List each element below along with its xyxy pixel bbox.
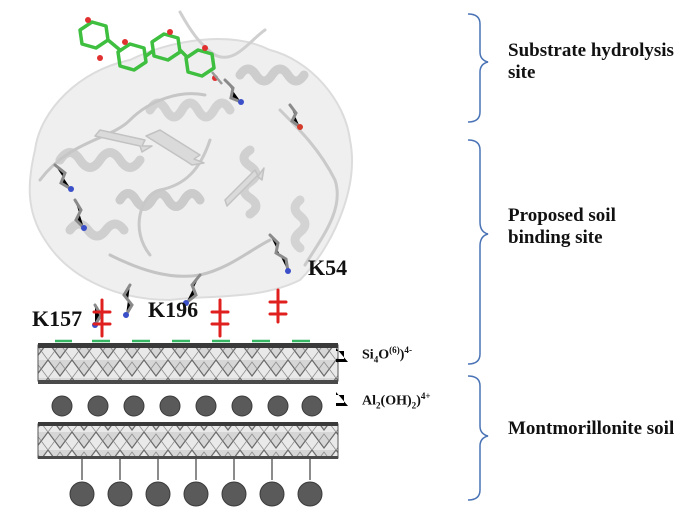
silicate-sup-b: 4-: [404, 345, 412, 355]
charge-k196: [212, 300, 228, 336]
stick-h: [95, 305, 101, 325]
aluminate-mid: (OH): [381, 394, 412, 409]
label-aluminate-layer: Al2(OH)2)4+: [362, 391, 431, 411]
bracket-substrate: [468, 14, 488, 122]
label-silicate-layer: Si4O(6))4-: [362, 345, 412, 365]
silicate-sheet-middle: [38, 422, 338, 459]
silicate-sheet-top: [38, 343, 338, 384]
label-residue-k54: K54: [308, 255, 347, 280]
silicate-base: Si: [362, 348, 374, 363]
label-substrate-site: Substrate hydrolysis site: [508, 40, 678, 84]
bracket-binding: [468, 140, 488, 364]
arrow-aluminate-icon: [336, 392, 348, 406]
sugar-ring-1: [80, 22, 108, 48]
bracket-soil: [468, 376, 488, 500]
charge-k54: [270, 290, 286, 322]
label-binding-site: Proposed soil binding site: [508, 205, 658, 249]
aluminate-beads-2: [70, 459, 322, 506]
label-residue-k196: K196: [148, 297, 198, 322]
silicate-mid: O: [378, 348, 389, 363]
silicate-sup-a: (6): [389, 345, 400, 355]
aluminate-beads-1: [52, 396, 322, 416]
label-residue-k157: K157: [32, 306, 82, 331]
label-soil: Montmorillonite soil: [508, 418, 678, 440]
aluminate-sup: 4+: [421, 391, 431, 401]
aluminate-base: Al: [362, 394, 376, 409]
region-brackets: [468, 14, 488, 500]
